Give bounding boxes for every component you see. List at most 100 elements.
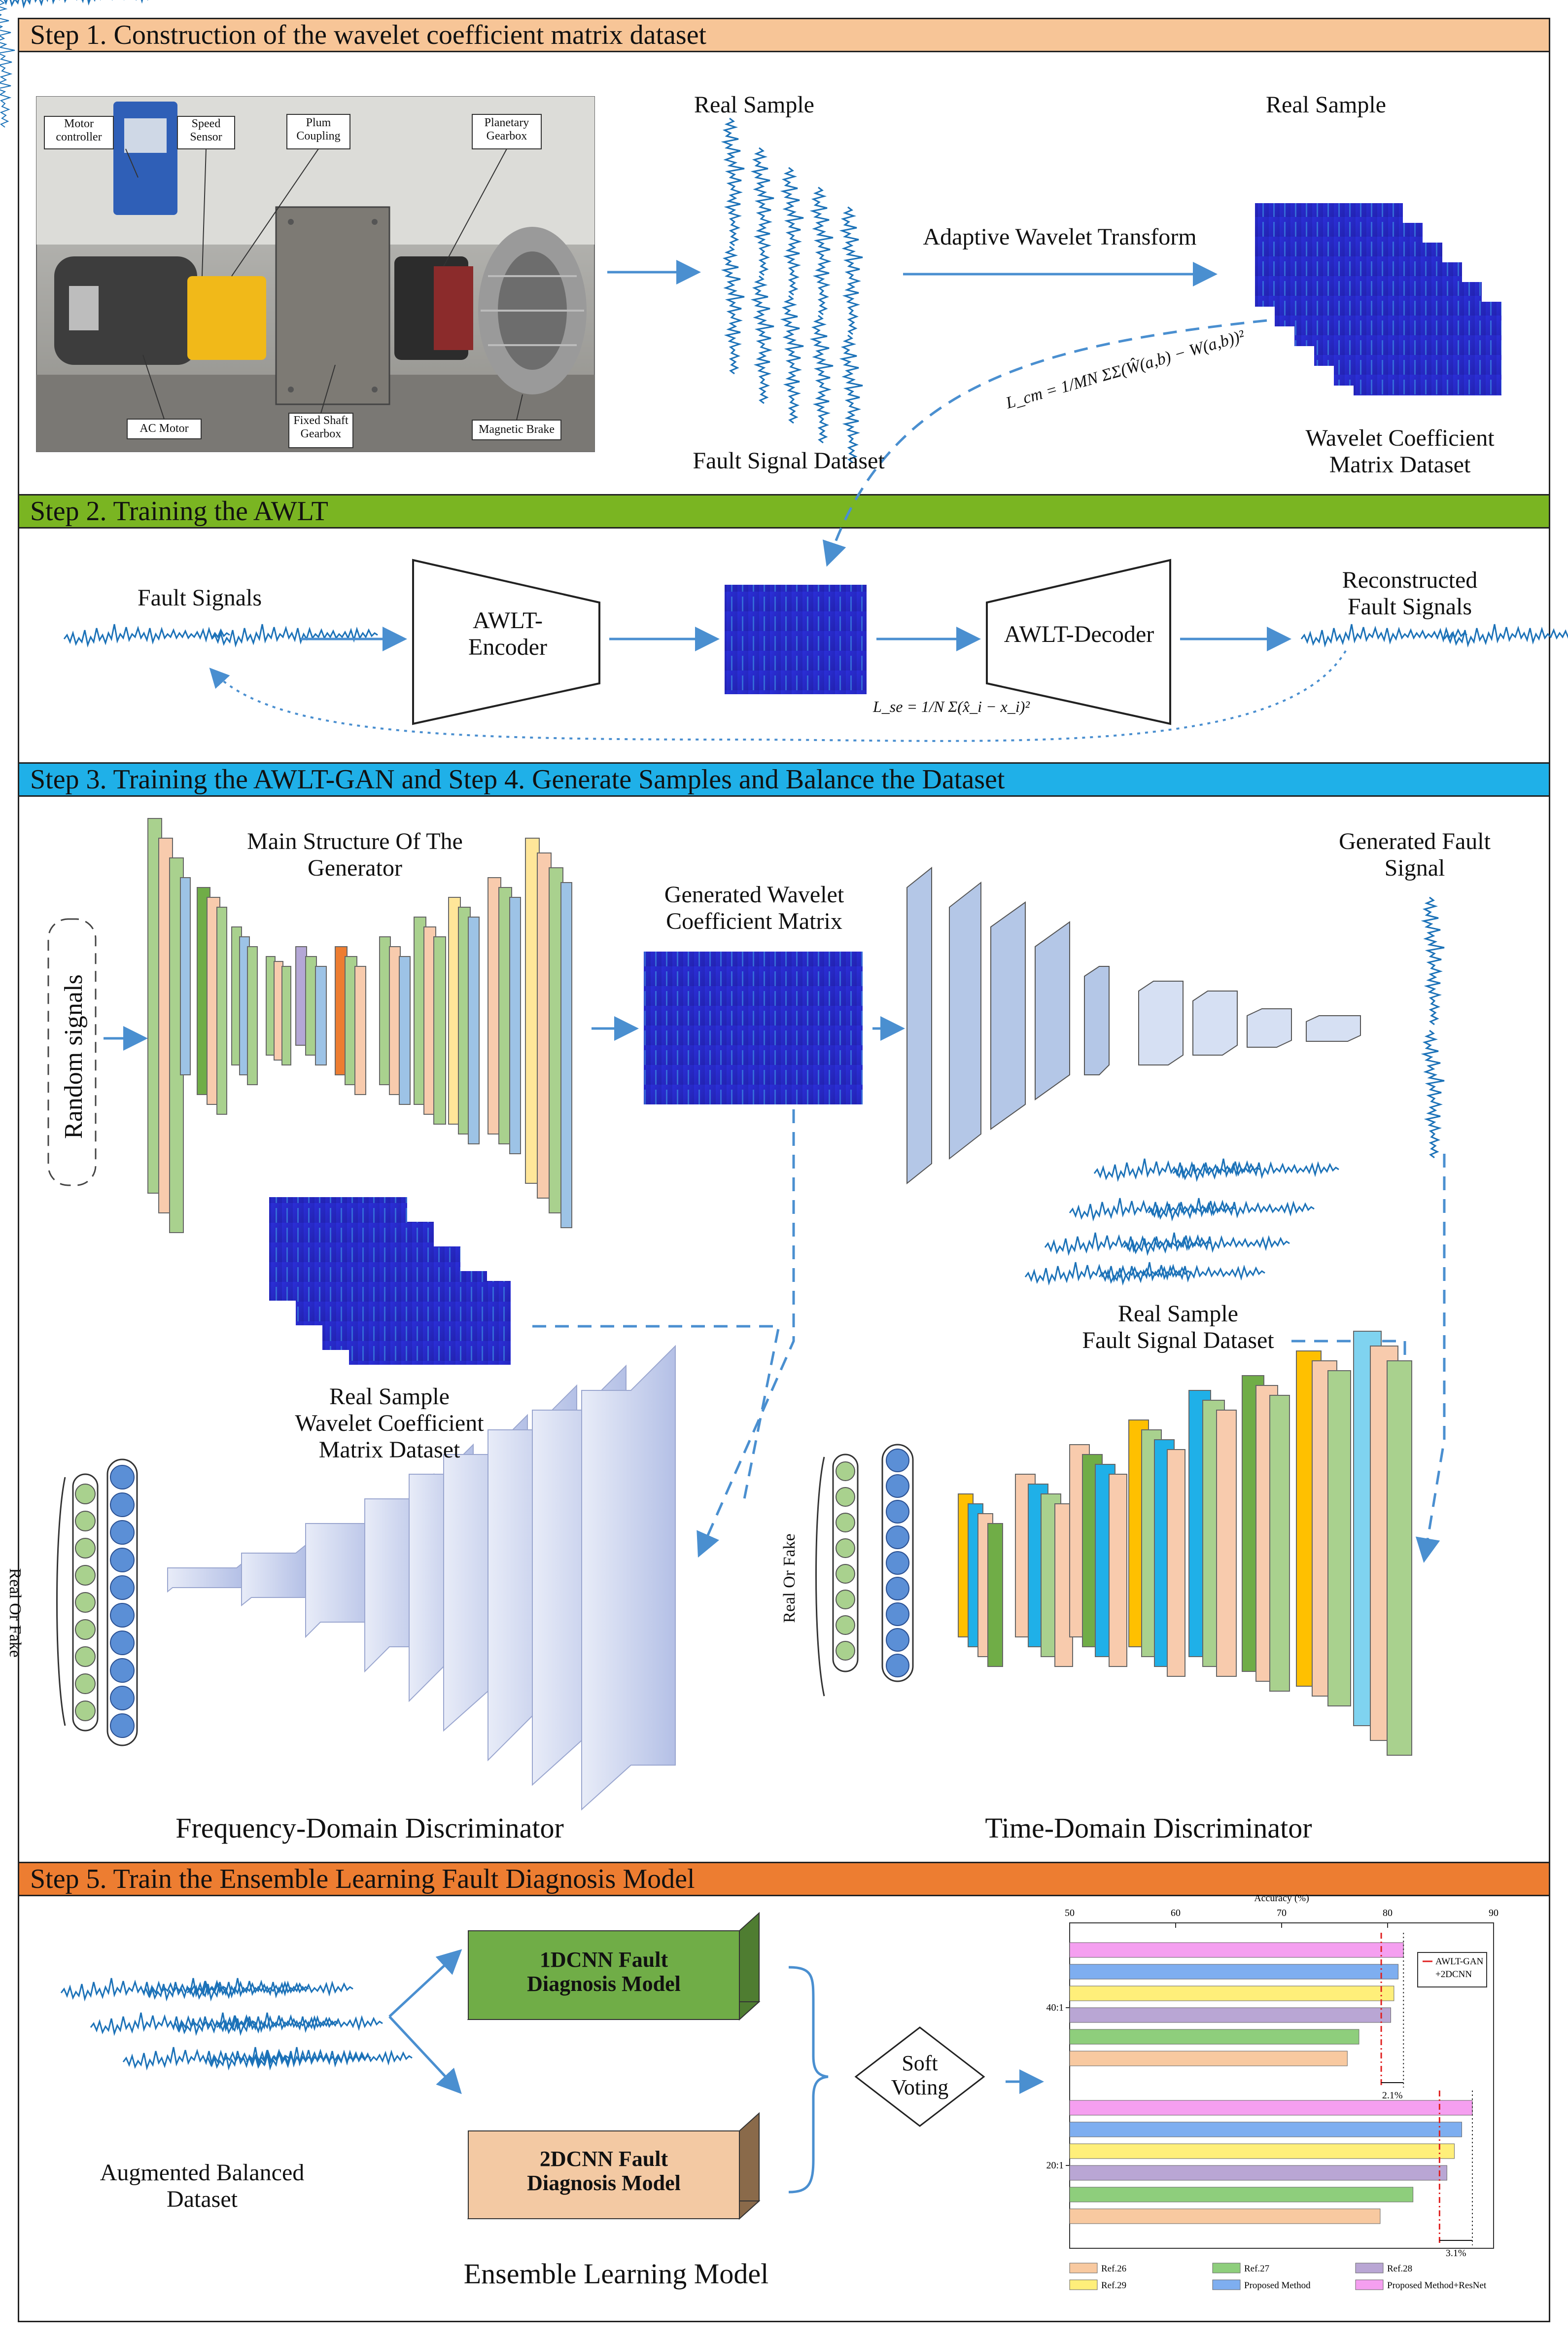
neuron-green [836,1513,855,1532]
x-tick-label: 50 [1065,1908,1075,1918]
fault-signal-dataset-label: Fault Signal Dataset [693,448,885,474]
soft-voting-diamond [854,2026,985,2127]
adaptive-wavelet-transform-label: Adaptive Wavelet Transform [923,224,1197,250]
bar-ref-28 [1069,2165,1447,2181]
step2-header: Step 2. Training the AWLT [18,494,1550,529]
neuron-blue [886,1654,909,1677]
neuron-blue [886,1577,909,1600]
time-discriminator-label: Time-Domain Discriminator [985,1812,1312,1844]
awlt-decoder-planes [906,866,1361,1185]
neuron-green [836,1538,855,1558]
real-fake-neurons-left [56,1458,138,1746]
generator-layers [147,818,572,1233]
neuron-green [75,1646,96,1667]
label-planetary-gearbox: Planetary Gearbox [484,116,529,142]
2dcnn-model-label: 2DCNN Fault Diagnosis Model [527,2147,681,2196]
neuron-blue [110,1603,135,1628]
neuron-blue [886,1500,909,1524]
legend-swatch [1069,2263,1098,2273]
awlt-encoder-block [412,559,600,725]
neuron-blue [110,1713,135,1738]
step3-header: Step 3. Training the AWLT-GAN and Step 4… [18,762,1550,797]
wavelet-matrix-dataset-label: Wavelet Coefficient Matrix Dataset [1305,425,1495,478]
legend-swatch [1355,2279,1384,2290]
neuron-blue [110,1686,135,1710]
real-sample-matrix-dataset-label: Real Sample Wavelet Coefficient Matrix D… [295,1383,484,1463]
neuron-blue [110,1575,135,1600]
ensemble-model-label: Ensemble Learning Model [463,2258,769,2290]
step1-header: Step 1. Construction of the wavelet coef… [18,18,1550,52]
neuron-blue [886,1525,909,1549]
bar-ref-27 [1069,2187,1414,2202]
neuron-blue [886,1449,909,1472]
label-plum-coupling: Plum Coupling [296,116,341,142]
augmented-dataset-label: Augmented Balanced Dataset [100,2160,305,2212]
bar-ref-28 [1069,2007,1391,2023]
test-rig-photo [36,96,595,452]
label-motor-controller: Motor controller [56,117,102,143]
random-signals-label: Random signals [59,974,88,1139]
reconstructed-signals-label: Reconstructed Fault Signals [1342,567,1478,620]
bar-proposed-method [1069,2122,1462,2137]
neuron-green [836,1615,855,1635]
neuron-blue [110,1465,135,1489]
legend-swatch [1069,2279,1098,2290]
bar-ref-29 [1069,2143,1455,2159]
x-tick-label: 90 [1489,1908,1498,1918]
neuron-green [75,1619,96,1640]
legend-label: Proposed Method+ResNet [1387,2280,1487,2291]
loss-se-formula: L_se = 1/N Σ(x̂_i − x_i)² [873,698,1030,715]
chart-title: Accuracy (%) [1254,1893,1309,1904]
category-label: 40:1 [1046,2002,1064,2013]
1dcnn-model-label: 1DCNN Fault Diagnosis Model [527,1948,681,1996]
neuron-green [836,1590,855,1609]
neuron-blue [110,1631,135,1655]
time-discriminator-layers [958,1331,1412,1756]
real-sample-matrix-dataset [269,1197,511,1365]
legend-label: Ref.26 [1101,2264,1126,2274]
bar-proposed-method-resnet [1069,1942,1404,1958]
neuron-blue [886,1602,909,1626]
latent-wavelet-matrix [725,585,867,694]
reconstructed-wave [1300,623,1468,646]
legend-swatch [1212,2263,1241,2273]
neuron-blue [886,1474,909,1498]
generated-wavelet-matrix [644,952,863,1104]
awlt-encoder-label: AWLT- Encoder [468,607,547,660]
step5-header: Step 5. Train the Ensemble Learning Faul… [18,1862,1550,1896]
x-tick-label: 60 [1171,1908,1181,1918]
reference-legend-label: +2DCNN [1435,1969,1472,1980]
real-sample-label-right: Real Sample [1266,92,1386,118]
neuron-blue [886,1551,909,1575]
legend-label: Ref.27 [1244,2264,1269,2274]
real-sample-label-left: Real Sample [694,92,814,118]
legend-swatch [1355,2263,1384,2273]
neuron-green [836,1461,855,1481]
augmented-dataset-waves [60,1977,413,2069]
awlt-decoder-label: AWLT-Decoder [1004,621,1154,647]
real-sample-fault-dataset-label: Real Sample Fault Signal Dataset [1082,1301,1274,1353]
neuron-green [836,1487,855,1507]
wavelet-matrix-stack [1255,203,1501,395]
neuron-green [75,1592,96,1613]
fault-signals-label: Fault Signals [137,585,262,611]
frequency-discriminator-label: Frequency-Domain Discriminator [175,1812,564,1844]
reference-legend-box [1417,1952,1487,1987]
bar-ref-29 [1069,1985,1394,2001]
neuron-green [75,1701,96,1721]
reference-legend-label: AWLT-GAN [1435,1956,1484,1967]
neuron-blue [110,1548,135,1572]
label-fixed-shaft-gearbox: Fixed Shaft Gearbox [293,414,348,440]
legend-label: Ref.28 [1387,2264,1412,2274]
frequency-discriminator-blocks [167,1345,676,1811]
random-signals-box [47,918,97,1186]
bar-ref-26 [1069,2208,1381,2224]
x-tick-label: 70 [1277,1908,1287,1918]
neuron-blue [110,1520,135,1545]
neuron-green [75,1673,96,1694]
awlt-decoder-block [986,559,1171,725]
neuron-green [75,1565,96,1586]
neuron-blue [110,1658,135,1683]
neuron-green [75,1538,96,1559]
